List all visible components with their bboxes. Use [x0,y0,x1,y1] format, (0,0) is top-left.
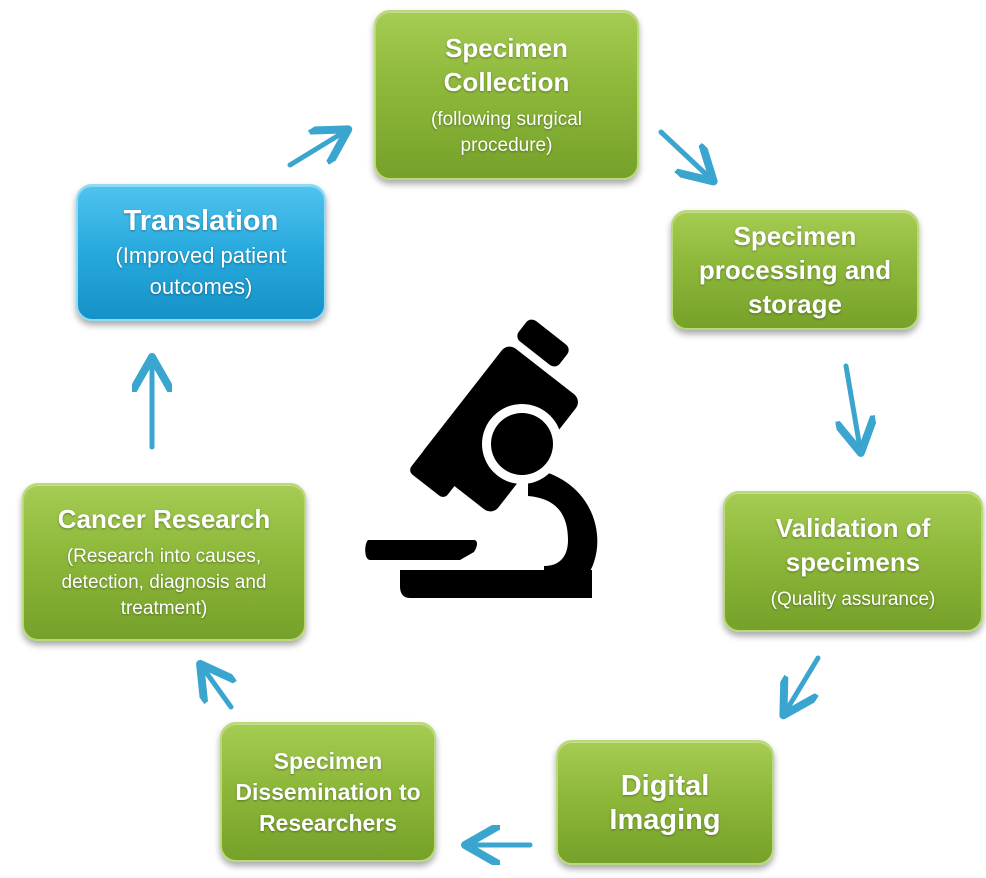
node-title: Validation of specimens [775,512,931,577]
node-title: Cancer Research [57,504,271,534]
node-dissemination: Specimen Dissemination to Researchers [220,722,436,862]
node-digital-imaging: Digital Imaging [556,740,774,865]
arrow-processing-to-validation [846,363,860,448]
node-subtitle: (Quality assurance) [770,588,936,610]
node-cancer-research: Cancer Research (Research into causes, d… [22,483,306,641]
node-subtitle: (Improved patient outcomes) [115,242,287,299]
arrow-collection-to-processing [658,129,710,178]
arrow-dissemination-to-research [203,668,231,710]
node-title: Specimen processing and storage [698,221,892,319]
node-title: Digital Imaging [609,769,721,836]
node-title: Specimen Collection [443,33,570,97]
node-subtitle: (following surgical procedure) [430,109,582,156]
node-translation: Translation (Improved patient outcomes) [76,184,326,321]
arrow-translation-to-collection [287,132,344,168]
arrow-validation-to-imaging [786,655,821,711]
node-specimen-processing: Specimen processing and storage [671,210,919,330]
node-validation: Validation of specimens (Quality assuran… [723,491,983,632]
node-title: Translation [123,204,279,237]
node-specimen-collection: Specimen Collection (following surgical … [374,10,639,180]
node-title: Specimen Dissemination to Researchers [235,747,421,836]
node-subtitle: (Research into causes, detection, diagno… [61,546,267,619]
